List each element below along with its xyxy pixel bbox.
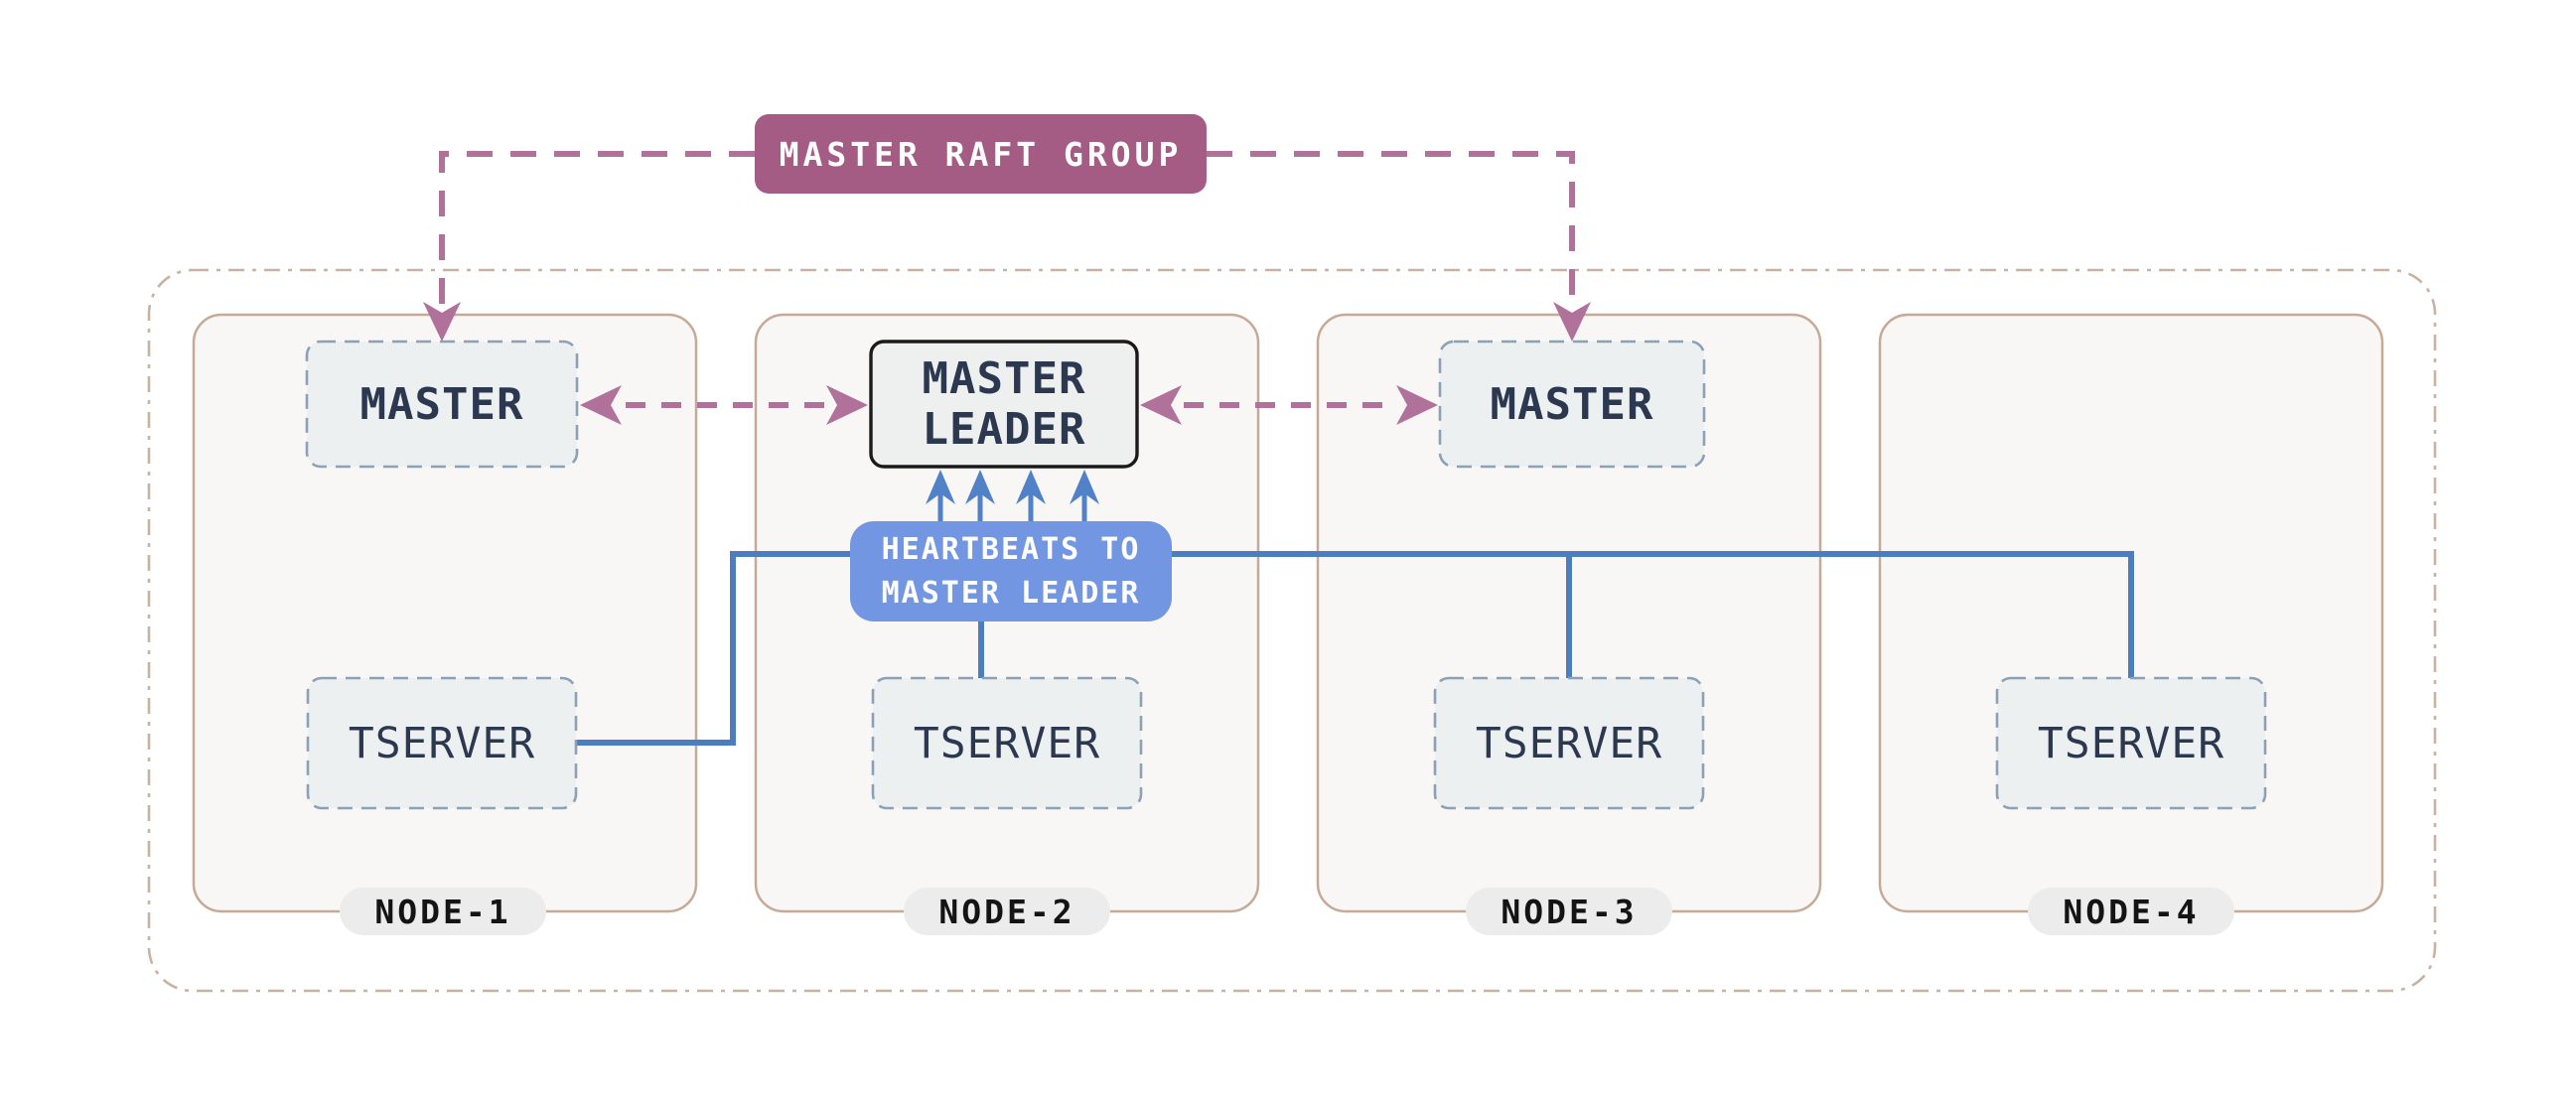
master-raft-group-label: MASTER RAFT GROUP [779,134,1183,174]
heartbeats-line1: HEARTBEATS TO [881,531,1141,567]
arrowhead-left-master1-icon [580,385,622,425]
wire-heartbeats-to-tserver4 [1152,551,2134,678]
master-label-node-3: MASTER [1490,378,1654,430]
master-leader-box [869,340,1139,469]
node-label-node-3: NODE-3 [1466,888,1672,935]
tserver-box-node-2 [871,676,1143,810]
master-leader-line2: LEADER [922,404,1086,455]
raft-line-to-master1 [439,151,755,316]
arrowhead-up-3-icon [1016,470,1046,504]
tserver-label-node-2: TSERVER [913,718,1101,768]
node-label-node-1: NODE-1 [340,888,546,935]
tserver-label-node-4: TSERVER [2037,718,2225,768]
node-label-node-2: NODE-2 [904,888,1110,935]
tserver-label-node-3: TSERVER [1475,718,1663,768]
tserver-box-node-4 [1995,676,2267,810]
tserver-label-node-1: TSERVER [348,718,536,768]
arrowhead-down-master1-icon [423,302,461,342]
arrowhead-left-leader-icon [1140,385,1182,425]
master-label-node-1: MASTER [359,378,524,430]
tserver-box-node-3 [1433,676,1705,810]
master-box-node-3 [1438,340,1706,469]
raft-line-to-master3 [1207,151,1575,316]
arrowhead-up-2-icon [965,470,995,504]
master-leader-label: MASTER LEADER [871,342,1137,467]
arrowhead-up-4-icon [1070,470,1099,504]
master-box-node-1 [305,340,579,469]
wire-tserver1-to-heartbeats [576,551,874,746]
heartbeats-line2: MASTER LEADER [881,575,1141,611]
arrowhead-down-master3-icon [1553,302,1591,342]
arrowhead-right-leader-icon [826,385,868,425]
heartbeats-badge: HEARTBEATS TO MASTER LEADER [850,521,1172,621]
arrowhead-right-master3-icon [1396,385,1438,425]
cluster-boundary [147,268,2437,993]
master-raft-group-badge: MASTER RAFT GROUP [755,114,1207,194]
master-leader-line1: MASTER [922,353,1086,404]
node-label-node-4: NODE-4 [2028,888,2234,935]
tserver-box-node-1 [306,676,578,810]
arrowhead-up-1-icon [926,470,955,504]
